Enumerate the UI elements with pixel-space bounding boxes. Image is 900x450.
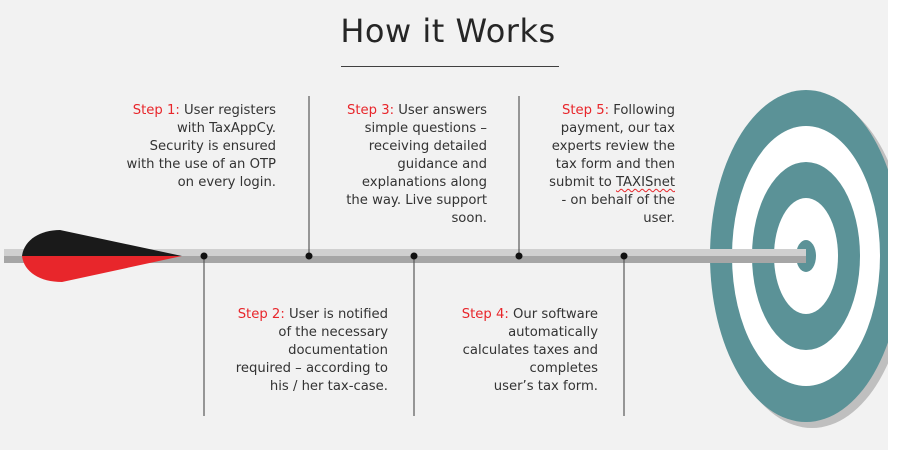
step-2-line: User is notified	[288, 307, 388, 322]
step-1-line: with TaxAppCy.	[176, 121, 276, 136]
step-label: Step	[237, 307, 268, 322]
step-4-line: automatically	[508, 325, 598, 340]
step-1-text: Step 1: User registers with TaxAppCy. Se…	[127, 102, 276, 192]
step-1-line: Security is ensured	[149, 139, 276, 154]
marker-dot	[200, 252, 208, 260]
step-1-line: with the use of an OTP	[126, 157, 276, 172]
step-3-line: simple questions –	[364, 121, 487, 136]
step-5-text: Step 5: Following payment, our tax exper…	[549, 102, 675, 228]
step-5-line-1: Step 5: Following	[561, 103, 675, 118]
step-label: Step	[132, 103, 163, 118]
step-4-text: Step 4: Our software automatically calcu…	[462, 306, 598, 396]
marker-dot	[515, 252, 523, 260]
step-4-line: completes	[529, 361, 598, 376]
step-number: 1	[166, 103, 176, 118]
step-2-line: documentation	[288, 343, 388, 358]
step-connectors	[203, 96, 625, 416]
step-label: Step	[346, 103, 377, 118]
step-5-line: - on behalf of the	[561, 193, 675, 208]
step-3-line: guidance and	[397, 157, 487, 172]
step-number: 4	[495, 307, 505, 322]
page-title: How it Works	[340, 12, 556, 50]
step-3-line: soon.	[451, 211, 487, 226]
vertical-scrollbar[interactable]	[888, 0, 900, 450]
step-3-line: receiving detailed	[368, 139, 487, 154]
step-2-line: required – according to	[235, 361, 388, 376]
marker-dot	[305, 252, 313, 260]
step-1-line: User registers	[184, 103, 276, 118]
step-3-line: User answers	[398, 103, 487, 118]
step-5-line-taxisnet: submit to TAXISnet	[549, 175, 675, 190]
step-4-line-1: Step 4: Our software	[461, 307, 598, 322]
step-2-line: of the necessary	[278, 325, 388, 340]
step-3-line: the way. Live support	[346, 193, 487, 208]
step-5-line: experts review the	[551, 139, 675, 154]
step-3-line-1: Step 3: User answers	[346, 103, 487, 118]
step-label: Step	[561, 103, 592, 118]
step-number: 3	[381, 103, 390, 118]
step-number: 2	[271, 307, 281, 322]
step-5-line: tax form and then	[555, 157, 675, 172]
step-4-line: Our software	[513, 307, 598, 322]
step-3-text: Step 3: User answers simple questions – …	[346, 102, 487, 228]
step-5-line: Following	[613, 103, 675, 118]
step-label: Step	[461, 307, 492, 322]
marker-dot	[410, 252, 418, 260]
step-1-line: on every login.	[177, 175, 276, 190]
step-1-line-1: Step 1: User registers	[132, 103, 276, 118]
step-2-line-1: Step 2: User is notified	[237, 307, 388, 322]
step-5-line: user.	[643, 211, 675, 226]
arrow-fletching-icon	[22, 230, 182, 282]
step-markers	[200, 252, 628, 260]
step-3-line: explanations along	[361, 175, 487, 190]
step-2-line: his / her tax-case.	[269, 379, 388, 394]
step-2-text: Step 2: User is notified of the necessar…	[236, 306, 388, 396]
title-underline	[341, 66, 559, 67]
step-5-line: payment, our tax	[560, 121, 675, 136]
marker-dot	[620, 252, 628, 260]
spellcheck-word: TAXISnet	[616, 175, 675, 190]
step-4-line: calculates taxes and	[462, 343, 598, 358]
step-4-line: user’s tax form.	[493, 379, 598, 394]
step-number: 5	[596, 103, 605, 118]
